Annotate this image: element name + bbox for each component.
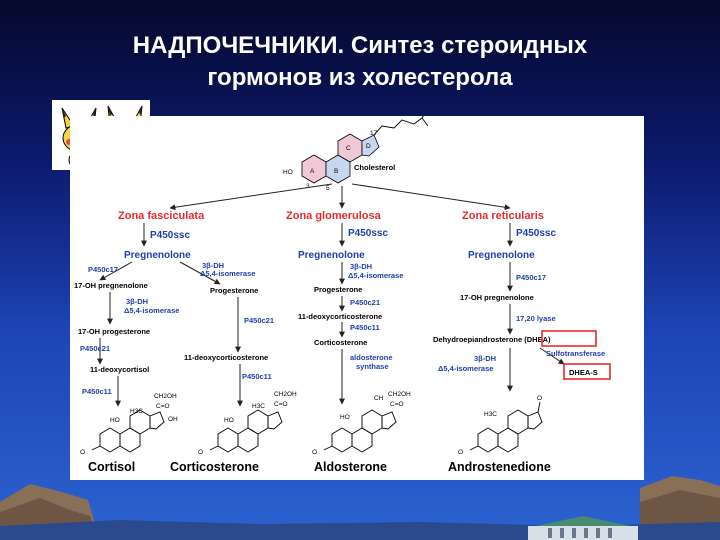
aldosterone-o: O: [312, 449, 317, 456]
aldosterone-co: C=O: [390, 401, 404, 408]
aldosterone-structure: O HO CH CH2OH C=O: [312, 391, 411, 456]
building-logo: [528, 516, 638, 540]
ret-lyase: 17,20 lyase: [516, 314, 556, 323]
dhea-highlight-box: [541, 330, 597, 347]
glom-p450c11: P450c11: [350, 323, 380, 332]
fasc-p450ssc: P450ssc: [150, 230, 190, 241]
ret-3bdh: 3β-DH: [474, 354, 496, 363]
androstenedione-o-left: O: [458, 449, 463, 456]
ho-label: HO: [283, 169, 293, 176]
cholesterol-structure: A B C D HO 17 3 5 Cholesterol: [283, 116, 429, 192]
product-cortisol: Cortisol: [88, 460, 135, 474]
androstenedione-h3c: H3C: [484, 411, 497, 418]
fasc-pregnenolone: Pregnenolone: [124, 250, 191, 261]
pathway-svg: A B C D HO 17 3 5 Cholesterol Zona fasci…: [74, 116, 611, 474]
fasc-p450c17: P450c17: [88, 265, 118, 274]
fasc-11-deoxycortisol: 11-deoxycortisol: [90, 365, 149, 374]
ret-pregnenolone: Pregnenolone: [468, 250, 535, 261]
ret-isomerase: Δ5,4-isomerase: [438, 364, 493, 373]
cortisol-ho: HO: [110, 417, 120, 424]
slide-title: НАДПОЧЕЧНИКИ. Синтез стероидных гормонов…: [60, 30, 660, 94]
zone-glomerulosa: Zona glomerulosa: [286, 210, 382, 222]
steroid-pathway-diagram: A B C D HO 17 3 5 Cholesterol Zona fasci…: [70, 116, 644, 480]
glom-corticosterone: Corticosterone: [314, 338, 367, 347]
fasc-isomerase: Δ5,4-isomerase: [200, 269, 255, 278]
fasc-isomerase-2: Δ5,4-isomerase: [124, 306, 179, 315]
fasc-17oh-pregnenolone: 17-OH pregnenolone: [74, 281, 148, 290]
ring-b-label: B: [334, 168, 338, 175]
corticosterone-ch2oh: CH2OH: [274, 391, 297, 398]
fasc-p450c11-left: P450c11: [82, 387, 112, 396]
cholesterol-label: Cholesterol: [354, 163, 395, 172]
aldosterone-ho: HO: [340, 414, 350, 421]
title-line-2: гормонов из холестерола: [207, 64, 513, 91]
glom-p450ssc: P450ssc: [348, 228, 388, 239]
glom-isomerase: Δ5,4-isomerase: [348, 271, 403, 280]
fasc-p450c21-right: P450c21: [244, 316, 274, 325]
ring-d-label: D: [366, 143, 371, 150]
ret-p450c17: P450c17: [516, 273, 546, 282]
product-corticosterone: Corticosterone: [170, 460, 259, 474]
side-chain: [373, 117, 429, 136]
fasc-3bdh-2: 3β-DH: [126, 297, 148, 306]
glom-aldo-synthase-1: aldosterone: [350, 353, 393, 362]
androstenedione-structure: O O H3C: [458, 395, 543, 456]
aldosterone-ch: CH: [374, 395, 384, 402]
c5-label: 5: [326, 185, 330, 192]
product-androstenedione: Androstenedione: [448, 460, 551, 474]
fasc-p450c21-left: P450c21: [80, 344, 110, 353]
zone-reticularis: Zona reticularis: [462, 210, 544, 222]
glom-3bdh: 3β-DH: [350, 262, 372, 271]
mountain-landscape: [0, 476, 720, 540]
ring-c-label: C: [346, 145, 351, 152]
fasc-11-deoxycorticosterone: 11-deoxycorticosterone: [184, 353, 268, 362]
ret-dhea-s: DHEA-S: [569, 368, 598, 377]
glom-p450c21: P450c21: [350, 298, 380, 307]
glom-pregnenolone: Pregnenolone: [298, 250, 365, 261]
product-aldosterone: Aldosterone: [314, 460, 387, 474]
ret-sulfotransferase: Sulfotransferase: [546, 349, 605, 358]
ret-dhea: Dehydroepiandrosterone (DHEA): [433, 335, 551, 344]
corticosterone-ho: HO: [224, 417, 234, 424]
title-line-1: НАДПОЧЕЧНИКИ. Синтез стероидных: [132, 32, 588, 59]
glom-progesterone: Progesterone: [314, 285, 362, 294]
corticosterone-o: O: [198, 449, 203, 456]
fasc-3bdh: 3β-DH: [202, 261, 224, 270]
zone-fasciculata: Zona fasciculata: [118, 210, 205, 222]
fasc-17oh-progesterone: 17-OH progesterone: [78, 327, 150, 336]
cortisol-h3c: H3C: [130, 408, 143, 415]
ring-d-shape: [361, 134, 380, 157]
corticosterone-co: C=O: [274, 401, 288, 408]
corticosterone-structure: O HO H3C CH2OH C=O: [198, 391, 297, 456]
fasc-progesterone: Progesterone: [210, 286, 258, 295]
cortisol-ch2oh: CH2OH: [154, 393, 177, 400]
glom-11-deoxycorticosterone: 11-deoxycorticosterone: [298, 312, 382, 321]
androstenedione-o-top: O: [537, 395, 542, 402]
c17-label: 17: [370, 130, 378, 137]
fasc-p450c11-right: P450c11: [242, 372, 272, 381]
corticosterone-h3c: H3C: [252, 403, 265, 410]
aldosterone-ch2oh: CH2OH: [388, 391, 411, 398]
ret-17oh-pregnenolone: 17-OH pregnenolone: [460, 293, 534, 302]
glom-aldo-synthase-2: synthase: [356, 362, 389, 371]
ret-p450ssc: P450ssc: [516, 228, 556, 239]
c3-label: 3: [306, 183, 310, 190]
cortisol-co: C=O: [156, 403, 170, 410]
cortisol-oh: OH: [168, 416, 178, 423]
cortisol-structure: O HO H3C CH2OH C=O OH: [80, 393, 178, 456]
ring-a-label: A: [310, 168, 315, 175]
dheas-highlight-box: [563, 363, 611, 380]
cortisol-o: O: [80, 449, 85, 456]
